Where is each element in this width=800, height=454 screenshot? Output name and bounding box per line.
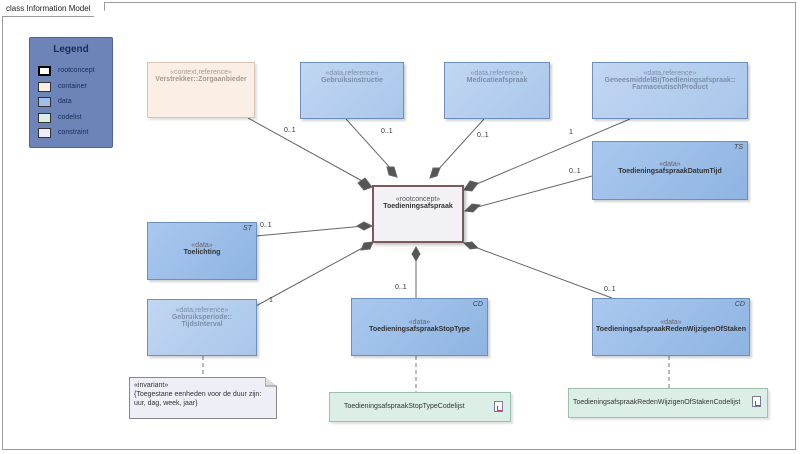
diamond-verstrekker (357, 177, 373, 191)
class-medicatieafspraak[interactable]: «data,reference» Medicatieafspraak (444, 62, 550, 119)
note-text: uur, dag, week, jaar} (134, 400, 198, 407)
class-name: ToedieningsafspraakStopType (369, 326, 470, 333)
assoc-toelichting (255, 225, 365, 237)
multiplicity-toelichting: 0..1 (260, 222, 272, 229)
multiplicity-datumtijd: 0..1 (569, 168, 581, 175)
class-redenwijzigen[interactable]: CD «data» ToedieningsafspraakRedenWijzig… (592, 298, 750, 356)
multiplicity-gebruiksinstructie: 0..1 (381, 128, 393, 135)
legend-title: Legend (53, 44, 89, 55)
class-stoptype[interactable]: CD «data» ToedieningsafspraakStopType (351, 298, 488, 356)
class-name: Gebruiksperiode:: (171, 314, 233, 321)
legend-swatch-constraint (38, 128, 51, 138)
note-stereotype: «invariant» (134, 382, 169, 389)
legend-label: container (58, 83, 87, 90)
multiplicity-verstrekker: 0..1 (284, 127, 296, 134)
class-stereotype: «data,reference» (470, 70, 524, 77)
class-name: Toedieningsafspraak (383, 203, 453, 210)
datatype-tag: TS (734, 144, 743, 151)
codelist-name: ToedieningsafspraakRedenWijzigenOfStaken… (573, 399, 741, 406)
legend-label: data (58, 98, 72, 105)
codelist-document-icon (752, 396, 761, 407)
assoc-gebruiksinstructie (345, 118, 393, 171)
legend: Legend rootconcept container data codeli… (29, 37, 113, 148)
codelist-name: ToedieningsafspraakStopTypeCodelijst (344, 403, 465, 410)
legend-label: constraint (58, 129, 89, 136)
codelist-document-icon (494, 401, 503, 412)
datatype-tag: CD (734, 301, 745, 308)
legend-swatch-data (38, 97, 51, 107)
datatype-tag: CD (472, 301, 483, 308)
assoc-medicatieafspraak (435, 118, 485, 173)
multiplicity-geneesmiddel: 1 (569, 129, 573, 136)
diamond-medicatieafspraak (429, 167, 441, 179)
class-stereotype: «data,reference» (643, 70, 697, 77)
legend-swatch-container (38, 82, 51, 92)
multiplicity-stoptype: 0..1 (395, 284, 407, 291)
diamond-gebruiksperiode (360, 241, 374, 251)
diamond-redenwijzigen (462, 241, 480, 250)
note-text: {Toegestane eenheden voor de duur zijn: (134, 391, 262, 398)
class-stereotype: «data,reference» (175, 307, 229, 314)
diamond-geneesmiddel (463, 180, 479, 192)
legend-swatch-rootconcept (38, 66, 51, 76)
class-name: TijdsInterval (181, 321, 223, 328)
class-stereotype: «data» (191, 242, 213, 249)
codelist-redenwijzigen[interactable]: ToedieningsafspraakRedenWijzigenOfStaken… (568, 388, 768, 418)
class-name: GeneesmiddelBijToedieningsafspraak:: (604, 77, 736, 84)
legend-label: rootconcept (58, 67, 95, 74)
class-name: Toelichting (183, 249, 221, 256)
class-stereotype: «data,reference» (325, 70, 379, 77)
class-stereotype: «context,reference» (170, 69, 232, 76)
codelist-stoptype[interactable]: ToedieningsafspraakStopTypeCodelijst (329, 392, 511, 422)
class-datumtijd[interactable]: TS «data» ToedieningsafspraakDatumTijd (592, 141, 748, 200)
diagram-frame (2, 2, 796, 450)
multiplicity-redenwijzigen: 0..1 (604, 286, 616, 293)
assoc-geneesmiddel (471, 118, 631, 187)
invariant-note[interactable]: «invariant» {Toegestane eenheden voor de… (129, 377, 277, 419)
legend-label: codelist (58, 114, 82, 121)
legend-swatch-codelist (38, 113, 51, 123)
class-geneesmiddel[interactable]: «data,reference» GeneesmiddelBijToedieni… (592, 62, 748, 119)
class-stereotype: «rootconcept» (395, 196, 441, 203)
class-name: FarmaceutischProduct (632, 84, 708, 91)
class-verstrekker[interactable]: «context,reference» Verstrekker::Zorgaan… (147, 62, 255, 118)
class-name: Verstrekker::Zorgaanbieder (155, 76, 247, 83)
multiplicity-gebruiksperiode: 1 (269, 297, 273, 304)
diamond-datumtijd (463, 203, 482, 213)
class-stereotype: «data» (408, 319, 431, 326)
class-gebruiksperiode[interactable]: «data,reference» Gebruiksperiode:: Tijds… (147, 299, 257, 356)
diamond-stoptype (411, 245, 421, 263)
class-toelichting[interactable]: ST «data» Toelichting (147, 222, 257, 280)
assoc-datumtijd (473, 175, 593, 209)
class-name: ToedieningsafspraakDatumTijd (618, 168, 722, 175)
class-stereotype: «data» (660, 319, 682, 326)
datatype-tag: ST (243, 225, 252, 232)
class-gebruiksinstructie[interactable]: «data,reference» Gebruiksinstructie (300, 62, 404, 119)
note-fold-icon (265, 377, 277, 387)
multiplicity-medicatieafspraak: 0..1 (477, 132, 489, 139)
class-stereotype: «data» (659, 161, 681, 168)
diamond-gebruiksinstructie (386, 166, 398, 178)
class-name: ToedieningsafspraakRedenWijzigenOfStaken (596, 326, 746, 333)
class-name: Gebruiksinstructie (321, 77, 383, 84)
class-name: Medicatieafspraak (466, 77, 528, 84)
assoc-gebruiksperiode (255, 245, 367, 307)
assoc-verstrekker (247, 117, 365, 183)
diagram-title: class Information Model (2, 2, 106, 17)
diamond-toelichting (355, 221, 374, 231)
class-root[interactable]: «rootconcept» Toedieningsafspraak (372, 185, 464, 243)
assoc-redenwijzigen (471, 245, 613, 299)
